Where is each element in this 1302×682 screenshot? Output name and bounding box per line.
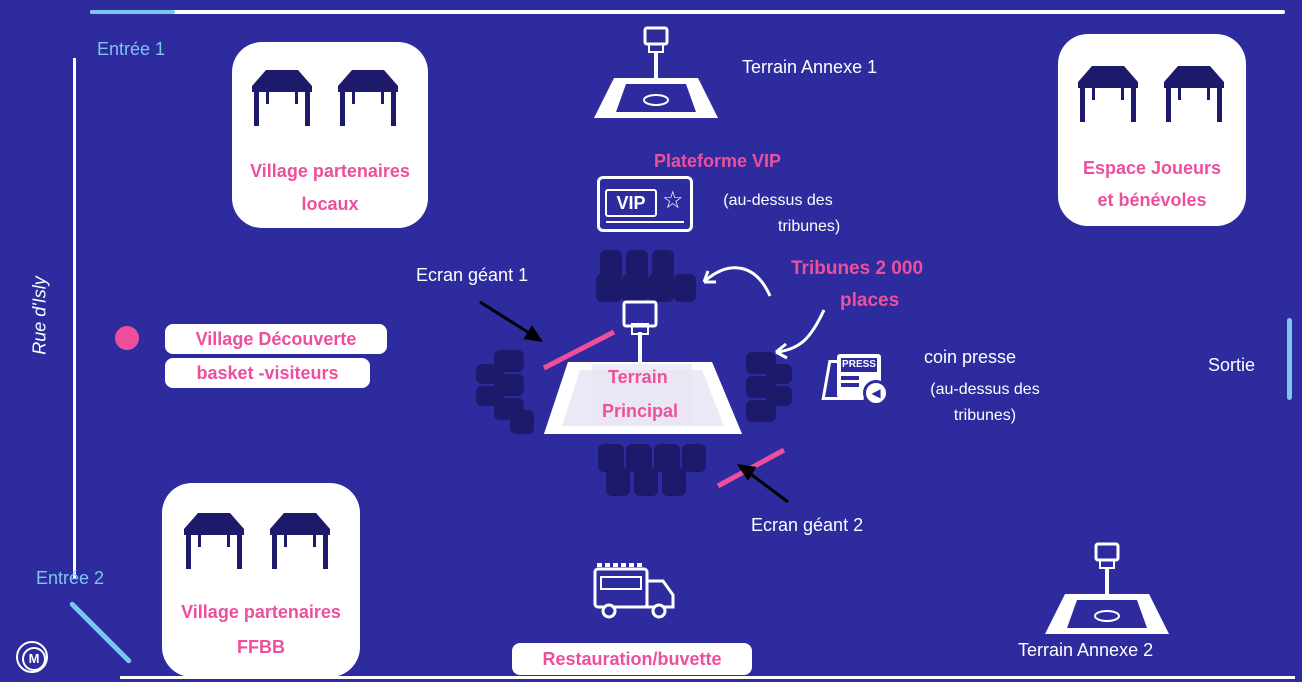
village-ffbb-label-1: Village partenaires xyxy=(181,602,341,622)
top-boundary-line xyxy=(90,10,1285,14)
entrance-2-label: Entrée 2 xyxy=(36,568,105,588)
arena-diagram xyxy=(476,250,826,504)
tent-icon xyxy=(252,70,312,126)
basketball-court-icon xyxy=(1045,542,1169,634)
vip-title: Plateforme VIP xyxy=(654,151,782,171)
terrain-annexe-2-label: Terrain Annexe 2 xyxy=(1018,640,1154,660)
tribunes-label-1: Tribunes 2 000 xyxy=(791,258,924,279)
exit-line xyxy=(1287,318,1292,400)
village-partenaires-locaux-label-1: Village partenaires xyxy=(250,161,410,181)
entrance-1-label: Entrée 1 xyxy=(97,39,166,59)
press-badge: PRESS xyxy=(841,358,877,372)
vip-ticket-icon: VIP ☆ xyxy=(597,176,693,232)
seats-icon xyxy=(598,444,706,496)
ecran-1-label: Ecran géant 1 xyxy=(416,265,529,285)
terrain-annexe-1-label: Terrain Annexe 1 xyxy=(742,57,878,77)
village-ffbb-card: Village partenaires FFBB xyxy=(162,483,360,677)
food-truck-icon xyxy=(593,563,675,619)
espace-joueurs-label-1: Espace Joueurs xyxy=(1082,158,1222,178)
ecran-1-screen xyxy=(542,329,616,371)
arrow-icon xyxy=(479,300,789,504)
village-decouverte-pill-1: Village Découverte xyxy=(165,324,387,354)
vip-note-2: tribunes) xyxy=(778,218,841,235)
village-decouverte-pill-2: basket -visiteurs xyxy=(165,358,370,388)
vip-note-1: (au-dessus des xyxy=(723,192,833,209)
exit-label: Sortie xyxy=(1208,355,1256,375)
basketball-court-icon xyxy=(544,300,742,434)
tribunes-label-2: places xyxy=(840,290,900,311)
ecran-2-label: Ecran géant 2 xyxy=(751,515,864,535)
arrow-icon xyxy=(702,266,826,360)
seats-icon xyxy=(476,350,534,434)
top-boundary-accent xyxy=(90,10,175,14)
street-label: Rue d'Isly xyxy=(29,276,50,355)
espace-joueurs-card: Espace Joueurs et bénévoles xyxy=(1058,34,1246,226)
presse-note-2: tribunes) xyxy=(953,407,1017,424)
village-ffbb-label-2: FFBB xyxy=(237,637,285,657)
village-decouverte-dot xyxy=(115,326,139,350)
entrance-2-line xyxy=(68,600,133,665)
presse-note-1: (au-dessus des xyxy=(930,381,1040,398)
coin-presse-label: coin presse xyxy=(924,347,1017,367)
restauration-pill: Restauration/buvette xyxy=(512,643,752,675)
tent-icon xyxy=(1078,66,1138,122)
tent-icon xyxy=(270,513,330,569)
megaphone-icon: ◀ xyxy=(863,380,889,406)
metro-icon: M xyxy=(16,641,48,673)
vip-badge: VIP xyxy=(605,189,657,217)
village-partenaires-locaux-label-2: locaux xyxy=(301,194,359,214)
terrain-principal-label-2: Principal xyxy=(602,401,679,421)
tent-icon xyxy=(338,70,398,126)
metro-letter: M xyxy=(22,647,46,671)
basketball-court-icon xyxy=(594,26,718,118)
village-partenaires-locaux-card: Village partenaires locaux xyxy=(232,42,428,228)
seats-icon xyxy=(746,352,792,422)
press-icon: PRESS ◀ xyxy=(821,350,893,410)
terrain-principal-label-1: Terrain xyxy=(608,367,668,387)
star-icon: ☆ xyxy=(662,187,684,214)
street-line xyxy=(73,58,76,578)
seats-icon xyxy=(596,250,696,302)
espace-joueurs-label-2: et bénévoles xyxy=(1097,190,1207,210)
tent-icon xyxy=(184,513,244,569)
bottom-boundary-line xyxy=(120,676,1295,679)
tent-icon xyxy=(1164,66,1224,122)
